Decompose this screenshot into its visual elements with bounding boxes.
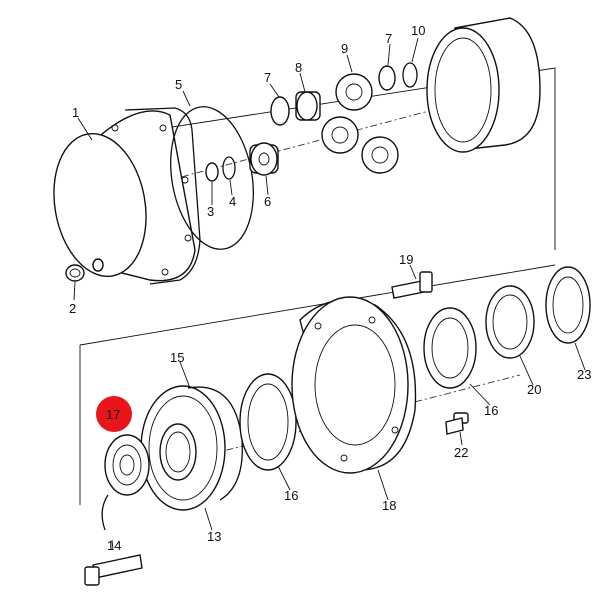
part-labels: 1 2 3 4 5 6 7 8 9 7 10 13 14 15 16 16 17… [69,23,591,553]
part-1-housing-cover [53,107,201,285]
label-part-19[interactable]: 19 [399,252,413,267]
leader-lines [73,37,586,551]
part-7-thrust-washer-left [270,96,290,126]
label-part-14[interactable]: 14 [107,538,121,553]
label-part-15[interactable]: 15 [170,350,184,365]
label-part-7-right[interactable]: 7 [385,31,392,46]
label-part-6[interactable]: 6 [264,194,271,209]
part-3-washer [205,162,219,182]
part-16-bearing-left [239,373,297,471]
part-8-needle-bearing [295,91,321,121]
label-part-4[interactable]: 4 [229,194,236,209]
part-4-snap-ring [222,156,236,180]
part-10-snap-ring [402,62,418,88]
part-16-bearing-right [423,307,477,389]
part-18-flange-housing [291,296,417,474]
part-20-seal [485,285,535,359]
part-13-drive-gear [140,385,226,511]
label-part-20[interactable]: 20 [527,382,541,397]
label-part-3[interactable]: 3 [207,204,214,219]
part-2-plug [65,264,85,282]
part-22-bolt [445,412,469,435]
part-9-planet-gears [321,73,399,174]
label-part-1[interactable]: 1 [72,105,79,120]
label-part-18[interactable]: 18 [382,498,396,513]
highlight-marker[interactable] [96,396,132,432]
assembly-frame [79,67,556,505]
part-7-thrust-washer-right [378,65,396,91]
part-19-bolt [391,271,433,299]
label-part-23[interactable]: 23 [577,367,591,382]
part-14-bolt [84,494,143,586]
label-part-16-right[interactable]: 16 [484,403,498,418]
label-part-22[interactable]: 22 [454,445,468,460]
label-part-16-left[interactable]: 16 [284,488,298,503]
label-part-5[interactable]: 5 [175,77,182,92]
part-17-shaft-seal [104,434,150,496]
label-part-10[interactable]: 10 [411,23,425,38]
ring-gear [426,17,541,153]
label-part-2[interactable]: 2 [69,301,76,316]
part-6-small-gear [249,142,279,176]
label-part-17[interactable]: 17 [106,407,120,422]
label-part-8[interactable]: 8 [295,60,302,75]
label-part-13[interactable]: 13 [207,529,221,544]
label-part-7-left[interactable]: 7 [264,70,271,85]
part-23-seal [545,266,591,344]
label-part-9[interactable]: 9 [341,41,348,56]
